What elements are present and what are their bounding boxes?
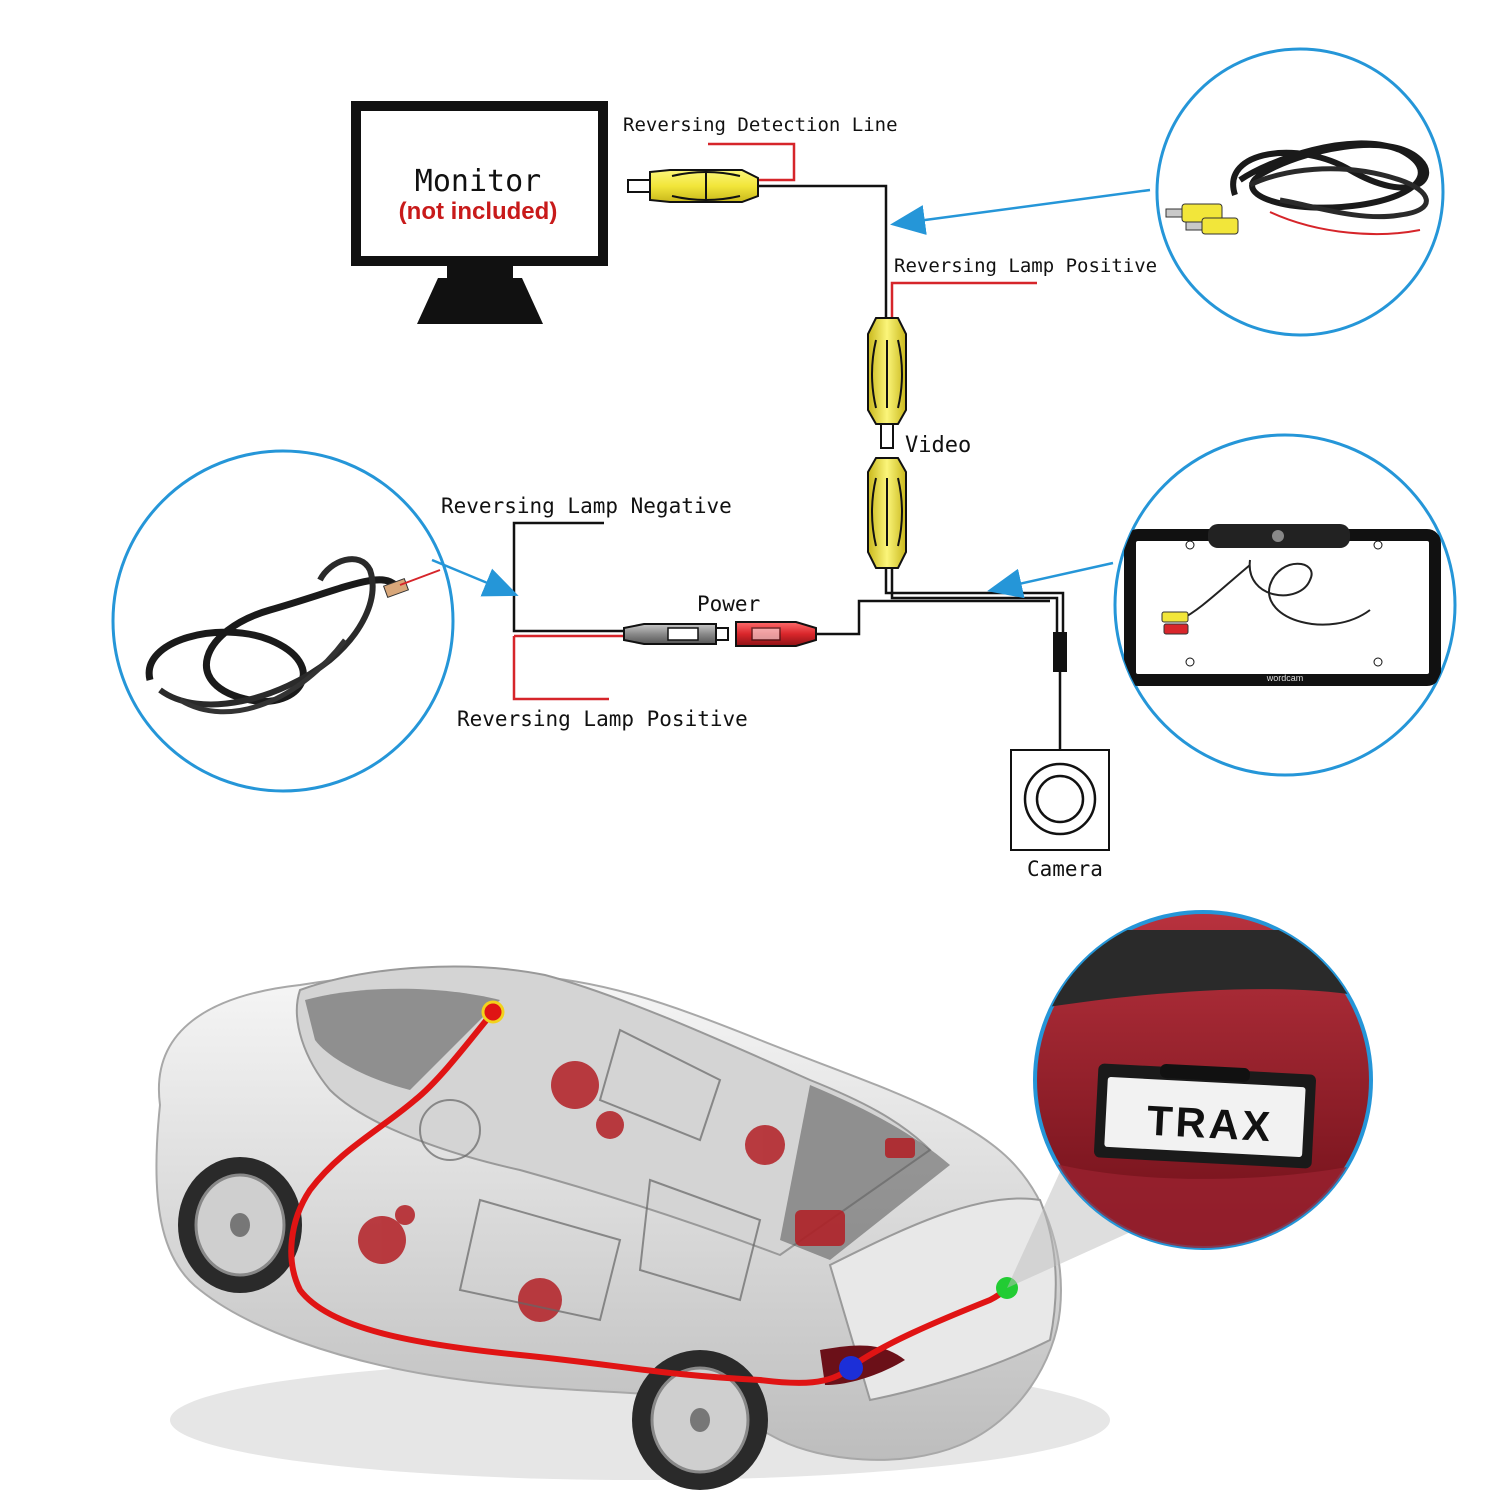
label-reversing-lamp-negative: Reversing Lamp Negative [441, 494, 732, 518]
cable-junction [1053, 632, 1067, 672]
label-reversing-detection-line: Reversing Detection Line [623, 114, 898, 136]
camera-icon [1010, 749, 1110, 851]
front-wheel [178, 1157, 302, 1293]
rca-connector-lower [867, 457, 907, 569]
power-cable-icon [111, 449, 455, 793]
power-plug-red [735, 621, 817, 647]
monitor-title: Monitor [415, 164, 541, 199]
label-video: Video [905, 433, 971, 458]
label-power: Power [697, 592, 760, 616]
wiring-route [288, 1009, 1010, 1386]
route-marker-monitor [481, 1000, 505, 1024]
monitor-icon: Monitor (not included) [351, 101, 608, 324]
power-plug-gray [623, 623, 729, 645]
rca-plug-monitor [627, 169, 759, 203]
callout-arrow-camera [987, 561, 1114, 599]
label-camera: Camera [1027, 857, 1103, 881]
license-plate-camera-icon: wordcam [1113, 433, 1457, 777]
zoom-beam [1007, 1150, 1135, 1288]
car-illustration [155, 965, 1110, 1490]
route-marker-lamp [839, 1356, 863, 1380]
monitor-note: (not included) [399, 198, 558, 225]
wires [512, 142, 1065, 750]
rca-connector-upper [867, 317, 907, 449]
callout-arrow-power [431, 558, 519, 597]
callout-arrow-extension [890, 188, 1151, 235]
rear-wheel [632, 1350, 768, 1490]
frame-brand: wordcam [1266, 673, 1304, 683]
extension-cable-icon [1155, 47, 1445, 337]
license-plate-text: TRAX [1146, 1097, 1275, 1151]
label-reversing-lamp-positive-top: Reversing Lamp Positive [894, 255, 1157, 277]
label-reversing-lamp-positive-bottom: Reversing Lamp Positive [457, 707, 748, 731]
